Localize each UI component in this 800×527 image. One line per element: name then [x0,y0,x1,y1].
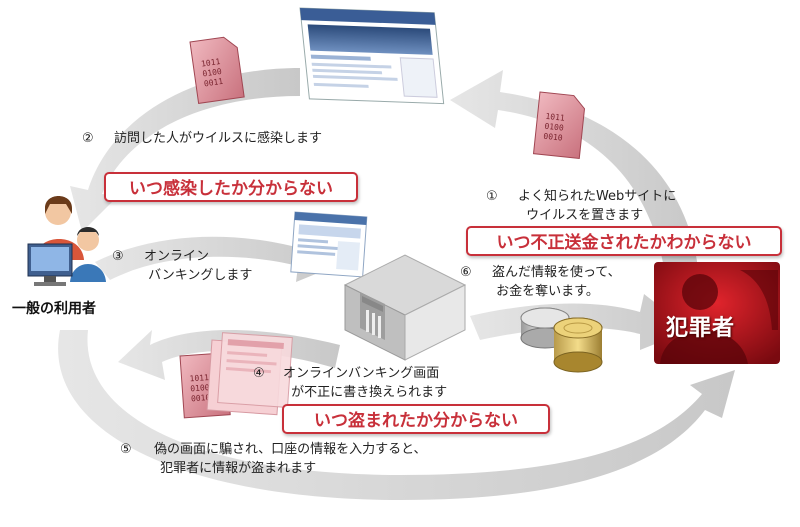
step-3-line-2: バンキングします [148,268,253,283]
step-3-number: ③ [112,249,124,264]
svg-text:0010: 0010 [543,132,563,143]
warning-stolen-badge: いつ盗まれたか分からない [282,404,550,434]
step-2-line-1: 訪問した人がウイルスに感染します [113,131,322,146]
step-1-line-2: ウイルスを置きます [526,208,644,223]
warning-infection-text: いつ感染したか分からない [129,179,333,199]
step-4-number: ④ [253,366,265,381]
website-illustration [299,7,445,105]
user-label: 一般の利用者 [12,301,96,317]
step-3-line-1: オンライン [143,249,209,264]
svg-text:1011: 1011 [189,373,209,383]
step-4-text: ④ オンラインバンキング画面 が不正に書き換えられます [253,364,447,402]
step-6-line-1: 盗んだ情報を使って、 [491,265,621,280]
step-5-line-2: 犯罪者に情報が盗まれます [160,461,317,476]
step-5-text: ⑤ 偽の画面に騙され、口座の情報を入力すると、 犯罪者に情報が盗まれます [120,440,427,478]
step-6-text: ⑥ 盗んだ情報を使って、 お金を奪います。 [460,263,621,301]
svg-text:0100: 0100 [190,383,210,393]
svg-text:1011: 1011 [201,57,222,69]
step-4-line-1: オンラインバンキング画面 [282,366,440,381]
warning-transfer-badge: いつ不正送金されたかわからない [466,226,782,256]
bank-building [343,254,467,361]
user-illustration [27,196,106,286]
step-5-number: ⑤ [120,442,132,457]
arrow-website-to-user [70,68,300,232]
banking-screen [290,211,368,278]
step-2-number: ② [82,131,94,146]
step-1-line-1: よく知られたWebサイトに [517,189,677,204]
svg-text:0010: 0010 [191,393,211,403]
virus-file-right: 1011 0100 0010 [532,91,586,160]
coin-stack-icon [520,307,603,373]
warning-infection-badge: いつ感染したか分からない [104,172,358,202]
step-2-text: ② 訪問した人がウイルスに感染します [82,129,322,148]
svg-text:0011: 0011 [203,77,224,89]
svg-text:0100: 0100 [202,67,223,79]
step-1-number: ① [486,189,498,204]
fake-banking-screen [206,332,293,416]
warning-stolen-text: いつ盗まれたか分からない [314,411,518,431]
step-6-line-2: お金を奪います。 [496,284,599,299]
criminal-illustration [654,262,780,364]
step-4-line-2: が不正に書き換えられます [291,385,448,400]
step-3-text: ③ オンライン バンキングします [112,247,252,285]
step-6-number: ⑥ [460,265,472,280]
step-5-line-1: 偽の画面に騙され、口座の情報を入力すると、 [153,442,427,457]
virus-file-top: 1011 0100 0011 [189,36,245,104]
svg-text:1011: 1011 [545,112,565,123]
svg-text:0100: 0100 [544,122,564,133]
arrow-user-to-bank [95,232,345,282]
warning-transfer-text: いつ不正送金されたかわからない [496,233,752,253]
arrow-user-to-criminal [58,330,736,500]
step-1-text: ① よく知られたWebサイトに ウイルスを置きます [486,187,676,225]
criminal-label: 犯罪者 [666,316,736,341]
